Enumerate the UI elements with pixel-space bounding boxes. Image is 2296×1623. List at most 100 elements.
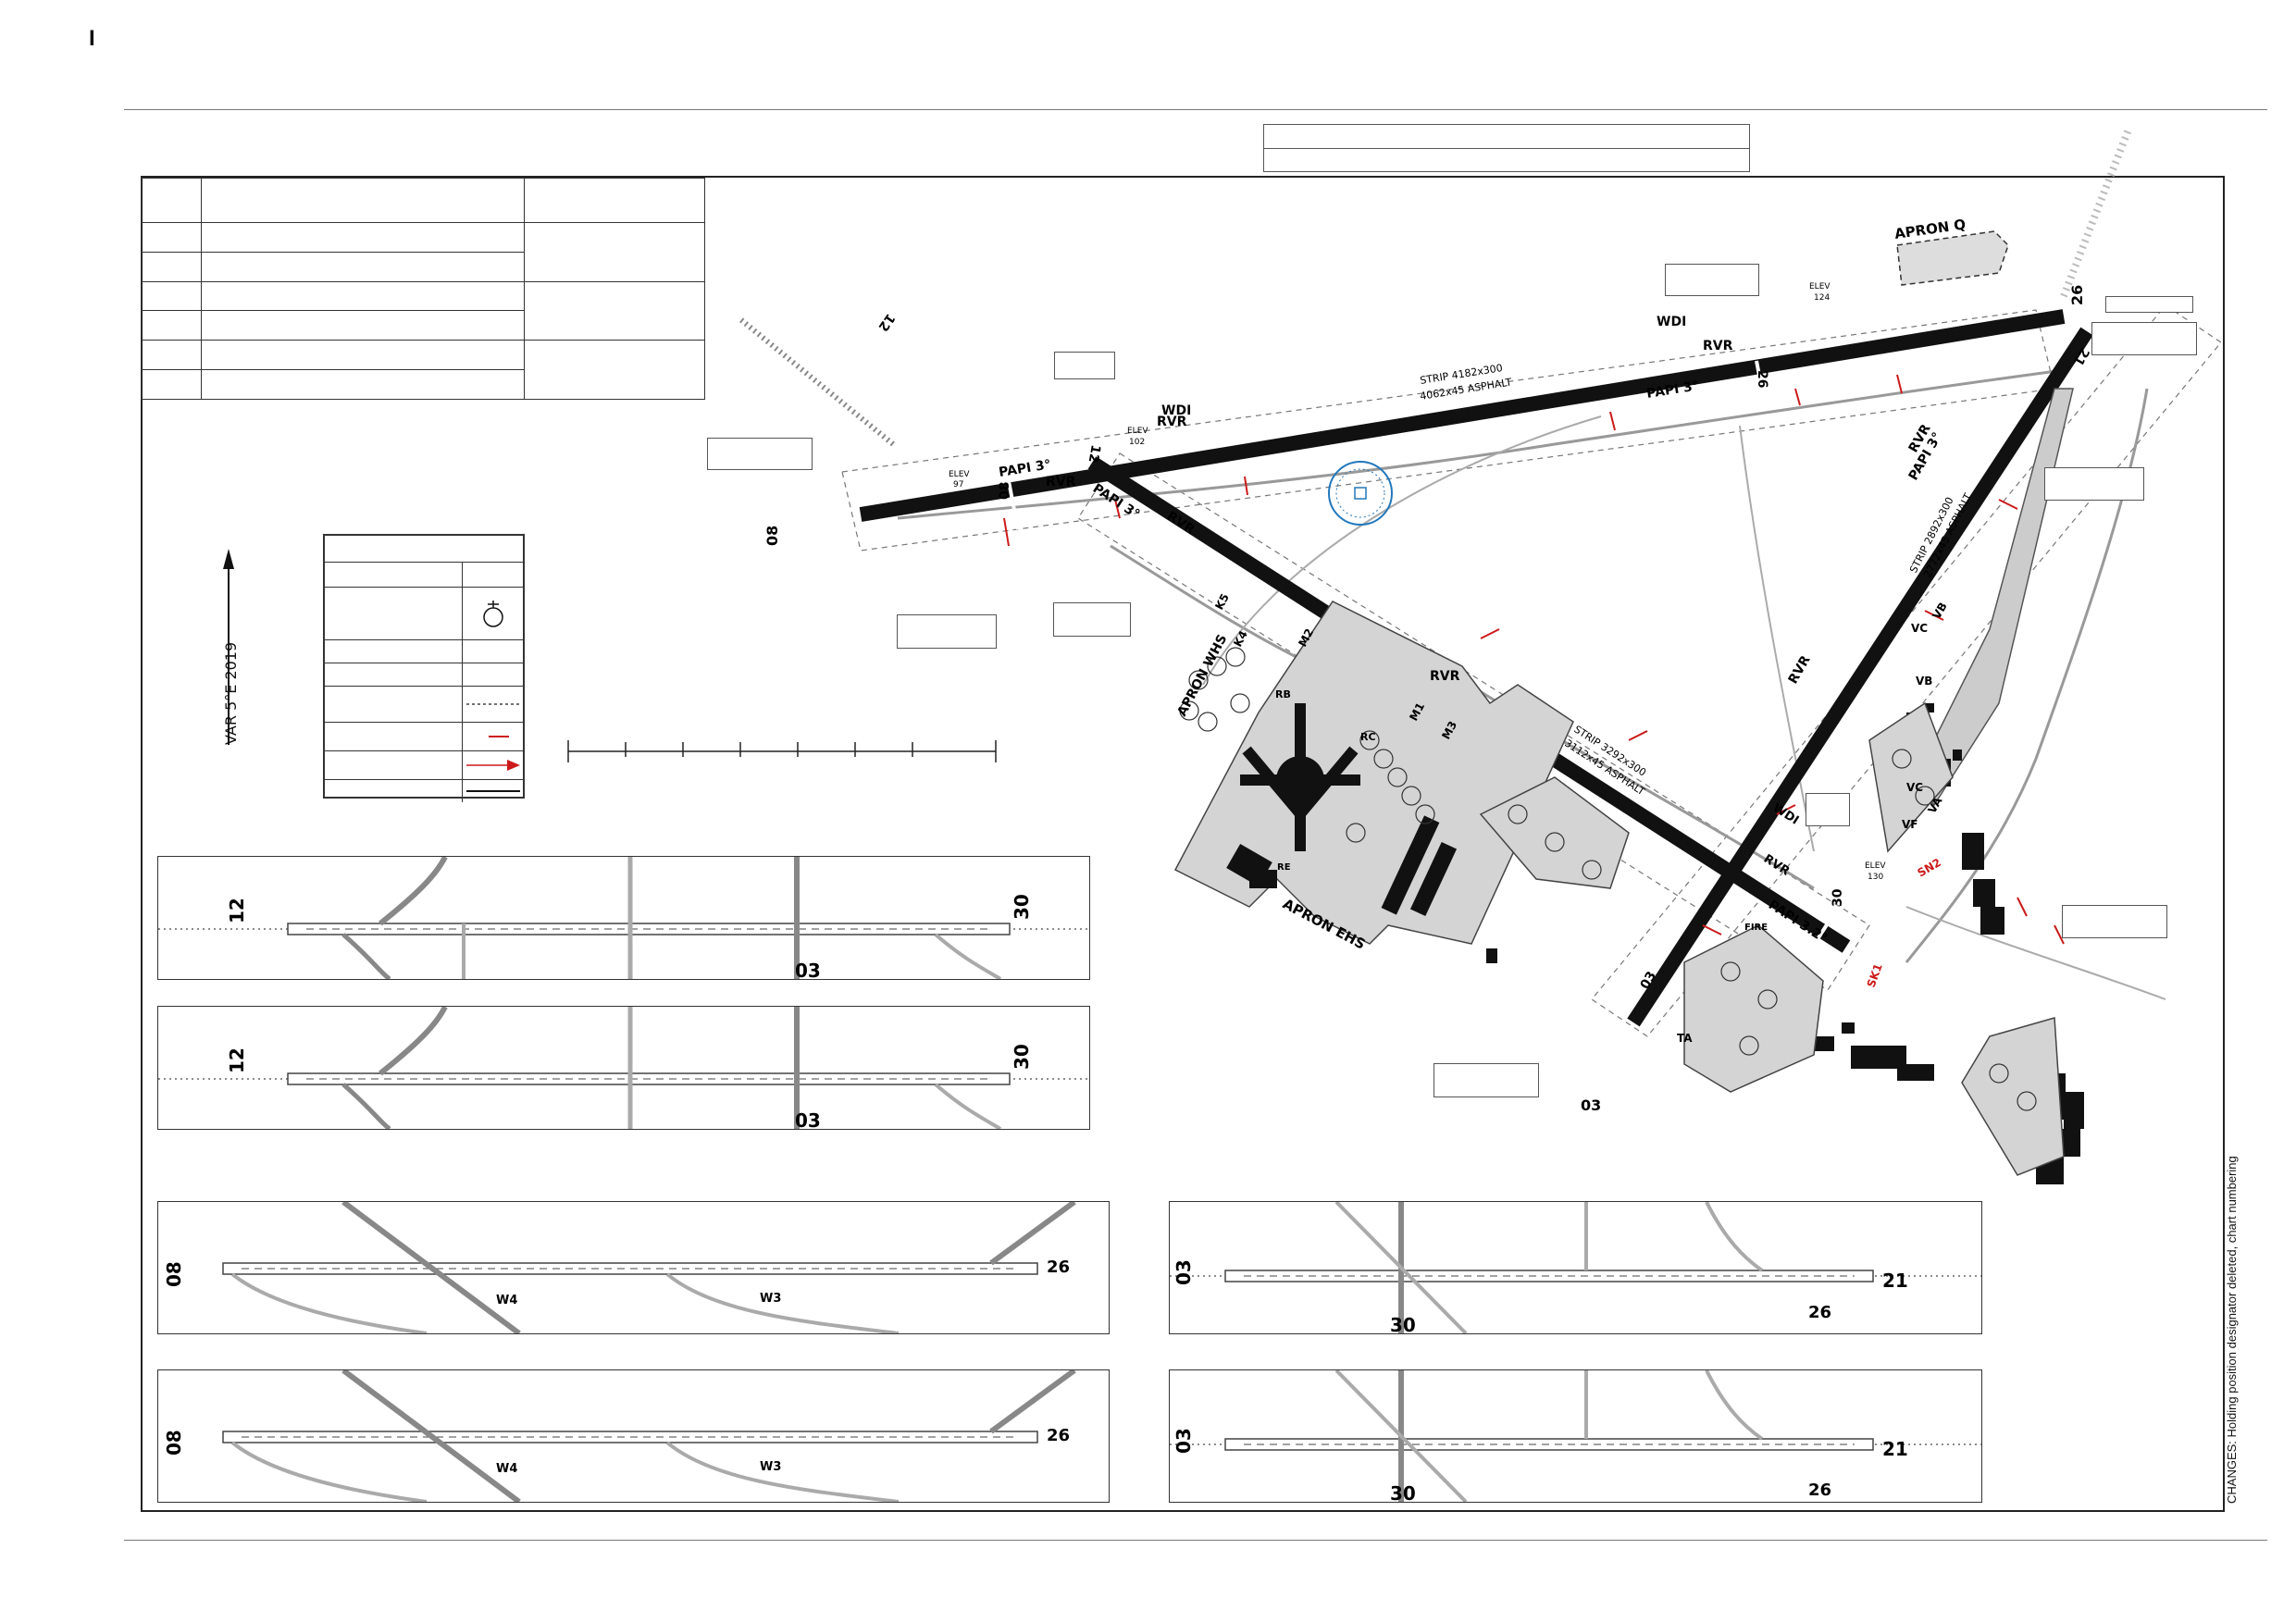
inset-w3-label: W3 xyxy=(760,1460,781,1474)
legend-red-arrow xyxy=(466,760,520,771)
callout-box xyxy=(2044,467,2144,501)
north-arrow xyxy=(223,549,234,745)
callout-box xyxy=(1665,264,1759,296)
vf-label: VF xyxy=(1902,818,1917,831)
inset-rwy-08-label: 08 xyxy=(163,1430,185,1456)
fire-station-label: FIRE xyxy=(1744,923,1768,933)
elev-value: 124 xyxy=(1814,293,1830,303)
vc-label: VC xyxy=(1906,781,1923,794)
compass-rose xyxy=(1328,461,1393,526)
callout-box xyxy=(707,438,813,470)
rwy-30-designator: 30 xyxy=(1831,888,1845,907)
info-table xyxy=(141,178,705,400)
corner-mark: I xyxy=(89,26,95,51)
elev-label: ELEV xyxy=(1809,282,1831,291)
sn2-label: SN2 xyxy=(1916,856,1943,880)
runway-03-21 xyxy=(1627,327,2093,1027)
callout-box xyxy=(2105,296,2193,313)
inset-rwy-12-label: 12 xyxy=(226,898,248,923)
inset-rwy-12-30-a: 12 30 03 xyxy=(157,856,1090,980)
inset-rwy-30-label: 30 xyxy=(1390,1314,1416,1333)
wdi-label: WDI xyxy=(1161,403,1191,418)
rwy-12-designator: 12 xyxy=(1086,443,1103,464)
strip-03-21 xyxy=(1591,304,2221,1037)
inset-rwy-03-21-a: 03 21 30 26 xyxy=(1169,1201,1982,1334)
legend-dashed-line xyxy=(466,703,520,705)
rvr-label: RVR xyxy=(1430,669,1460,684)
terminal-building xyxy=(1240,703,1360,851)
rvr-label: RVR xyxy=(1157,415,1187,429)
inset-rwy-30-label: 30 xyxy=(1011,1044,1033,1070)
rvr-label: RVR xyxy=(1703,339,1733,353)
inset-rwy-30-label: 30 xyxy=(1390,1482,1416,1502)
rwy-26-designator: 26 xyxy=(1755,370,1769,388)
inset-rwy-26-label: 26 xyxy=(1808,1481,1831,1500)
inset-rwy-21-label: 21 xyxy=(1882,1438,1908,1460)
ta-label: TA xyxy=(1677,1032,1693,1045)
rvr-label: RVR xyxy=(1786,653,1814,687)
inset-rwy-26-label: 26 xyxy=(1808,1303,1831,1322)
callout-box xyxy=(2062,905,2167,938)
top-rule xyxy=(124,109,2267,110)
apron-whs-ehs xyxy=(1173,601,1574,945)
inset-rwy-08-label: 08 xyxy=(163,1261,185,1287)
papi-label: PAPI 3° xyxy=(998,457,1052,480)
changes-note: CHANGES: Holding position designator del… xyxy=(2225,1156,2239,1504)
legend xyxy=(323,534,525,802)
stand-re-label: RE xyxy=(1277,862,1291,873)
callout-box xyxy=(1053,602,1131,637)
inset-w3-label: W3 xyxy=(760,1292,781,1306)
bottom-rule xyxy=(124,1540,2267,1541)
elev-value: 130 xyxy=(1868,873,1883,882)
sk1-label: SK1 xyxy=(1865,962,1885,989)
vb-label: VB xyxy=(1930,601,1949,622)
scale-bar xyxy=(567,740,997,762)
elev-label: ELEV xyxy=(1127,427,1148,436)
callout-box xyxy=(1054,352,1115,379)
wdi-label: WDI xyxy=(1770,801,1801,828)
inset-rwy-03-label: 03 xyxy=(795,1109,821,1129)
apron-whs-label: APRON WHS xyxy=(1174,632,1230,719)
inset-w4-label: W4 xyxy=(496,1294,517,1307)
strip-12-30 xyxy=(1077,452,1870,991)
apron-q xyxy=(1896,230,2009,286)
rwy-26-designator: 26 xyxy=(2068,285,2086,305)
vc-label: VC xyxy=(1911,622,1928,635)
elev-value: 97 xyxy=(953,480,963,489)
runway-08-26 xyxy=(859,309,2066,522)
variation-label: VAR 5°E 2019 xyxy=(222,641,240,745)
inset-rwy-03-label: 03 xyxy=(795,960,821,979)
inset-rwy-30-label: 30 xyxy=(1011,894,1033,920)
inset-rwy-26-label: 26 xyxy=(1047,1426,1070,1445)
inset-rwy-03-label: 03 xyxy=(1173,1259,1195,1285)
rwy-12-designator: 12 xyxy=(875,311,898,334)
rwy-08-designator: 08 xyxy=(998,482,1012,500)
callout-box xyxy=(897,614,997,649)
elev-label: ELEV xyxy=(1865,861,1886,871)
stand-rb-label: RB xyxy=(1275,688,1291,700)
rvr-label: RVR xyxy=(1046,475,1076,489)
callout-box xyxy=(2091,322,2197,355)
rwy-08-designator: 08 xyxy=(763,526,781,546)
inset-rwy-21-label: 21 xyxy=(1882,1270,1908,1292)
inset-rwy-26-label: 26 xyxy=(1047,1258,1070,1277)
inset-w4-label: W4 xyxy=(496,1462,517,1476)
rvr-label: RVR xyxy=(1761,852,1792,879)
taxiway-k5-label: K5 xyxy=(1212,591,1232,612)
elev-label: ELEV xyxy=(949,470,970,479)
rwy-03-designator: 03 xyxy=(1581,1096,1601,1114)
vb-label: VB xyxy=(1916,675,1932,688)
stand-rc-label: RC xyxy=(1360,731,1376,743)
legend-red-bar xyxy=(489,736,509,737)
inset-rwy-12-30-b: 12 30 03 xyxy=(157,1006,1090,1130)
wdi-label: WDI xyxy=(1657,315,1686,329)
callout-box xyxy=(1433,1063,1539,1097)
control-tower-icon xyxy=(483,601,503,627)
inset-rwy-12-label: 12 xyxy=(226,1047,248,1073)
callout-box xyxy=(1806,793,1850,826)
inset-rwy-03-label: 03 xyxy=(1173,1428,1195,1454)
aerodrome-diagram: APRON Q APRON WHS APRON EHS RVR RVR RVR … xyxy=(738,128,2221,1184)
title-box-lower xyxy=(1263,148,1750,172)
inset-rwy-03-21-b: 03 21 30 26 xyxy=(1169,1369,1982,1503)
legend-black-line xyxy=(466,790,520,792)
